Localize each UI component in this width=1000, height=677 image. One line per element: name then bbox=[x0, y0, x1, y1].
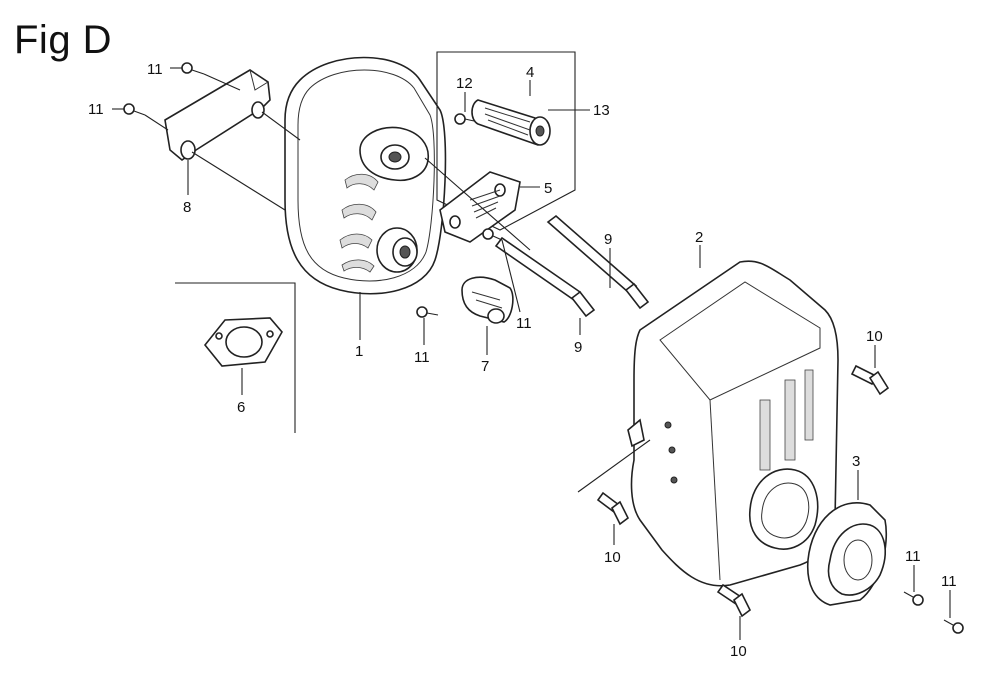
deflector-part-3 bbox=[806, 502, 888, 606]
callout-12: 12 bbox=[456, 75, 473, 92]
callout-10: 10 bbox=[730, 643, 747, 660]
bolt-part-10-right bbox=[850, 364, 890, 396]
callout-11: 11 bbox=[88, 101, 104, 118]
protector-part-5 bbox=[439, 171, 521, 243]
bolt-part-9-upper bbox=[546, 214, 650, 310]
bracket-part-8 bbox=[164, 69, 271, 162]
bolt-part-10-left bbox=[596, 491, 630, 526]
screw-part-11-mid bbox=[416, 306, 439, 318]
gasket-part-6 bbox=[203, 317, 283, 367]
callout-8: 8 bbox=[183, 199, 191, 216]
callout-3: 3 bbox=[852, 453, 860, 470]
figure-title: Fig D bbox=[14, 18, 113, 62]
leader-lines bbox=[112, 67, 951, 640]
spark-arrester-part-4 bbox=[471, 99, 551, 146]
bolt-part-9-lower bbox=[494, 236, 596, 318]
cover-part-2 bbox=[627, 260, 839, 587]
callout-1: 1 bbox=[355, 343, 363, 360]
callout-11: 11 bbox=[516, 315, 532, 332]
screw-part-11-lower-b bbox=[943, 619, 964, 634]
callout-9: 9 bbox=[604, 231, 612, 248]
clamp-part-7 bbox=[461, 276, 514, 324]
callout-11: 11 bbox=[414, 349, 430, 366]
screw-part-11-left bbox=[123, 103, 146, 116]
screw-part-11-right bbox=[482, 228, 503, 241]
screw-part-12 bbox=[454, 113, 475, 125]
callout-9: 9 bbox=[574, 339, 582, 356]
callout-7: 7 bbox=[481, 358, 489, 375]
callout-11: 11 bbox=[905, 548, 921, 565]
callout-6: 6 bbox=[237, 399, 245, 416]
callout-2: 2 bbox=[695, 229, 703, 246]
callout-10: 10 bbox=[866, 328, 883, 345]
screw-part-11-top bbox=[181, 62, 205, 75]
muffler-part-1 bbox=[284, 56, 447, 295]
spark-arrester-group-13 bbox=[436, 51, 576, 231]
callout-5: 5 bbox=[544, 180, 552, 197]
screw-part-11-lower-a bbox=[903, 591, 924, 606]
callout-13: 13 bbox=[593, 102, 610, 119]
bolt-part-10-bottom bbox=[716, 583, 752, 618]
callout-labels: 11 11 8 12 4 13 5 9 2 1 11 11 7 9 6 10 3… bbox=[88, 61, 957, 660]
gasket-frame bbox=[175, 282, 296, 433]
callout-11: 11 bbox=[147, 61, 163, 78]
callout-4: 4 bbox=[526, 64, 534, 81]
callout-10: 10 bbox=[604, 549, 621, 566]
callout-11: 11 bbox=[941, 573, 957, 590]
